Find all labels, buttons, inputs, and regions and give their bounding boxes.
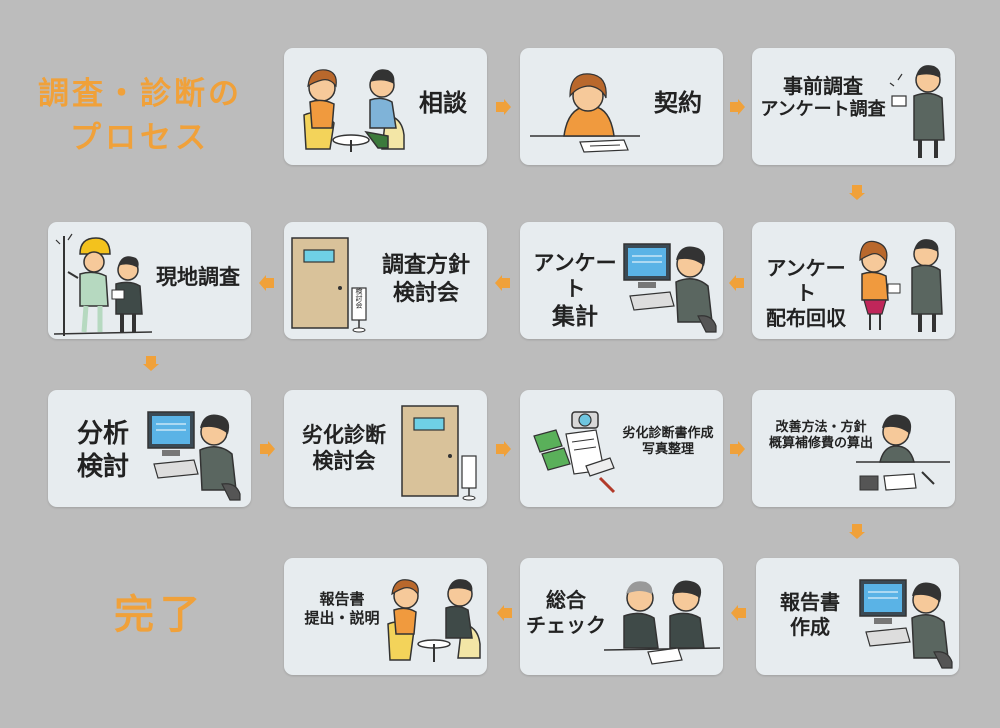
- title-line-2: プロセス: [70, 120, 210, 156]
- step-label-line: アンケート: [533, 251, 617, 302]
- consultation-illustration-icon: [303, 69, 405, 152]
- step-label-line: 提出・説明: [304, 608, 380, 627]
- step-survey-distribution: アンケート 配布回収: [752, 222, 955, 339]
- step-label-line: 改善方法・方針: [775, 420, 867, 435]
- step-consultation: 相談: [284, 48, 487, 165]
- diagram-title: 調査・診断の プロセス: [20, 72, 260, 160]
- step-policy-meeting: 検討会 調査方針 検討会: [284, 222, 487, 339]
- step-survey-tabulation: アンケート 集計: [520, 222, 723, 339]
- step-report-creation: 報告書 作成: [756, 558, 959, 675]
- computer-worker-illustration-icon: [623, 243, 717, 333]
- step-label-line: アンケート: [766, 256, 846, 305]
- step-label: 劣化診断 検討会: [288, 422, 400, 475]
- presentation-meeting-illustration-icon: [387, 579, 481, 662]
- step-label-line: チェック: [526, 613, 606, 637]
- step-label: アンケート 配布回収: [758, 256, 854, 331]
- arrow-right-icon: [496, 99, 511, 115]
- step-contract: 契約: [520, 48, 723, 165]
- step-label-line: 事前調査: [783, 74, 863, 98]
- step-label: アンケート 集計: [524, 250, 626, 331]
- step-label: 報告書 作成: [762, 590, 858, 640]
- step-label: 事前調査 アンケート調査: [758, 74, 888, 122]
- arrow-left-icon: [729, 275, 744, 291]
- step-label-line: 現地調査: [156, 265, 240, 289]
- step-label-line: 配布回収: [766, 306, 846, 330]
- arrow-left-icon: [259, 275, 274, 291]
- review-team-illustration-icon: [604, 580, 720, 665]
- arrow-left-icon: [495, 275, 510, 291]
- step-label: 現地調査: [146, 264, 250, 290]
- arrow-left-icon: [497, 605, 512, 621]
- step-label: 相談: [408, 88, 478, 118]
- step-label-line: 作成: [790, 615, 830, 639]
- step-overall-check: 総合 チェック: [520, 558, 723, 675]
- step-label: 改善方法・方針 概算補修費の算出: [756, 420, 886, 453]
- step-improvement-estimate: 改善方法・方針 概算補修費の算出: [752, 390, 955, 507]
- arrow-down-icon: [849, 185, 865, 200]
- step-deterioration-meeting: 劣化診断 検討会: [284, 390, 487, 507]
- step-label-line: 劣化診断書作成: [622, 426, 714, 441]
- arrow-down-icon: [849, 524, 865, 539]
- step-site-survey: 現地調査: [48, 222, 251, 339]
- survey-handover-illustration-icon: [859, 239, 943, 332]
- completion-label: 完了: [114, 592, 206, 638]
- step-label-line: 劣化診断: [302, 423, 386, 447]
- contract-illustration-icon: [530, 73, 640, 153]
- arrow-right-icon: [730, 99, 745, 115]
- arrow-right-icon: [260, 441, 275, 457]
- arrow-right-icon: [730, 441, 745, 457]
- step-label: 調査方針 検討会: [370, 252, 482, 307]
- door-meeting-sign-icon: [401, 405, 477, 501]
- step-label-line: アンケート調査: [760, 99, 886, 120]
- arrow-right-icon: [496, 441, 511, 457]
- step-label-line: 相談: [419, 89, 467, 117]
- computer-worker-illustration-icon: [859, 579, 953, 669]
- step-pre-survey: 事前調査 アンケート調査: [752, 48, 955, 165]
- step-label-line: 検討会: [392, 280, 459, 306]
- step-label-line: 契約: [654, 89, 702, 117]
- title-line-1: 調査・診断の: [38, 76, 242, 112]
- phone-man-illustration-icon: [889, 65, 945, 158]
- step-label-line: 検討: [76, 451, 129, 482]
- step-label-line: 調査方針: [381, 253, 470, 278]
- arrow-left-icon: [731, 605, 746, 621]
- camera-photos-illustration-icon: [533, 411, 616, 494]
- step-report-submission: 報告書 提出・説明: [284, 558, 487, 675]
- step-diagnosis-report: 劣化診断書作成 写真整理: [520, 390, 723, 507]
- step-label-line: 概算補修費の算出: [768, 436, 873, 452]
- step-label: 報告書 提出・説明: [296, 590, 388, 628]
- arrow-down-icon: [143, 356, 159, 371]
- step-label-line: 報告書: [319, 590, 365, 608]
- step-label: 分析 検討: [60, 418, 146, 483]
- step-label-line: 集計: [552, 303, 598, 330]
- meeting-sign-char: 検討会: [355, 287, 363, 310]
- step-label-line: 検討会: [312, 449, 376, 474]
- step-label: 総合 チェック: [526, 588, 606, 638]
- step-label-line: 報告書: [780, 590, 840, 614]
- computer-worker-illustration-icon: [147, 411, 241, 501]
- step-label-line: 分析: [76, 419, 129, 449]
- step-label: 契約: [640, 88, 716, 118]
- step-label: 劣化診断書作成 写真整理: [616, 426, 720, 459]
- step-label-line: 総合: [546, 588, 586, 612]
- site-inspectors-illustration-icon: [54, 233, 152, 336]
- step-analysis: 分析 検討: [48, 390, 251, 507]
- door-meeting-sign-icon: 検討会: [291, 237, 367, 333]
- calculator-man-illustration-icon: [856, 414, 950, 491]
- step-label-line: 写真整理: [641, 442, 694, 458]
